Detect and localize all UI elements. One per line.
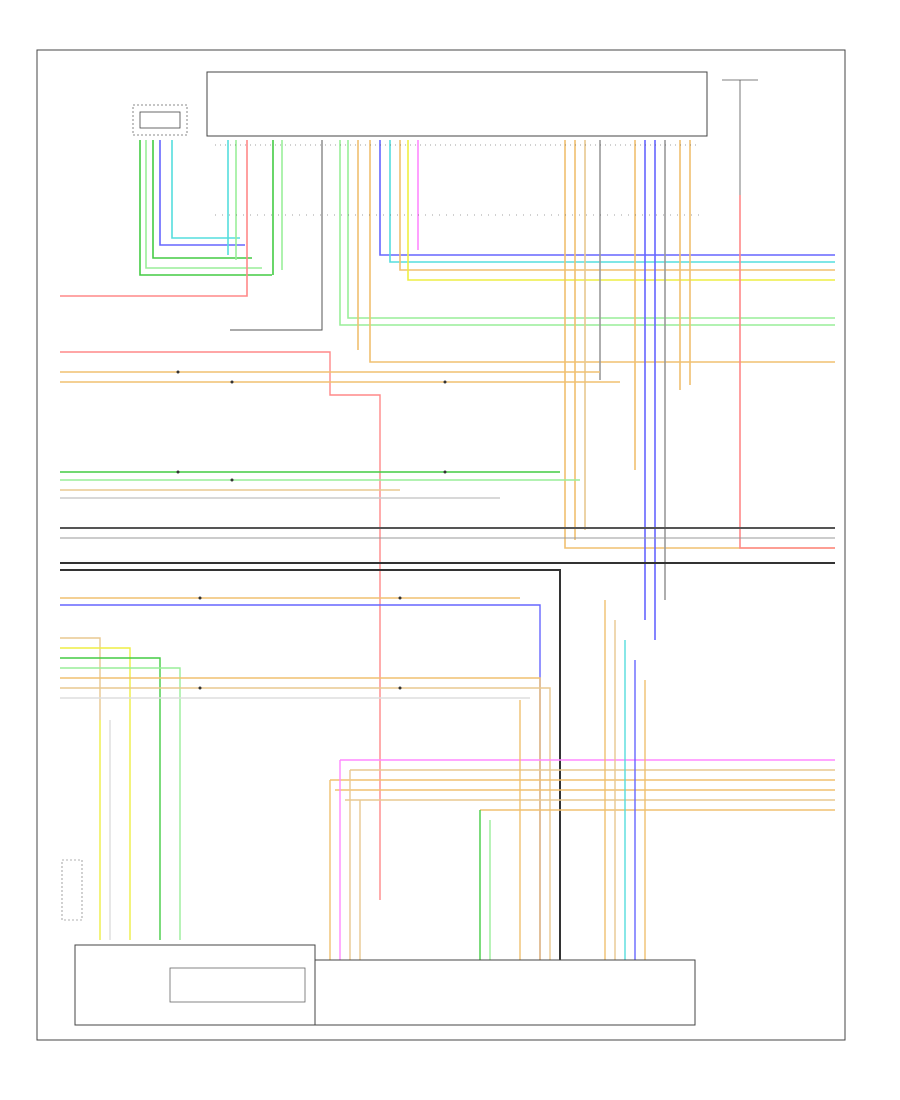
top-module-wires [60,140,835,640]
bottom-left-module [74,944,316,1026]
top-center-module [206,71,708,137]
fuse-block [722,79,758,195]
bottom-vertical-wires [99,600,646,960]
bottom-right-module [314,959,696,1026]
splice-points [176,370,447,690]
connector-pins-top [215,144,700,216]
bottom-left-connector [61,859,83,921]
left-speaker-module [132,104,188,136]
diagram-frame [36,49,846,1041]
horizontal-wires [60,351,835,960]
